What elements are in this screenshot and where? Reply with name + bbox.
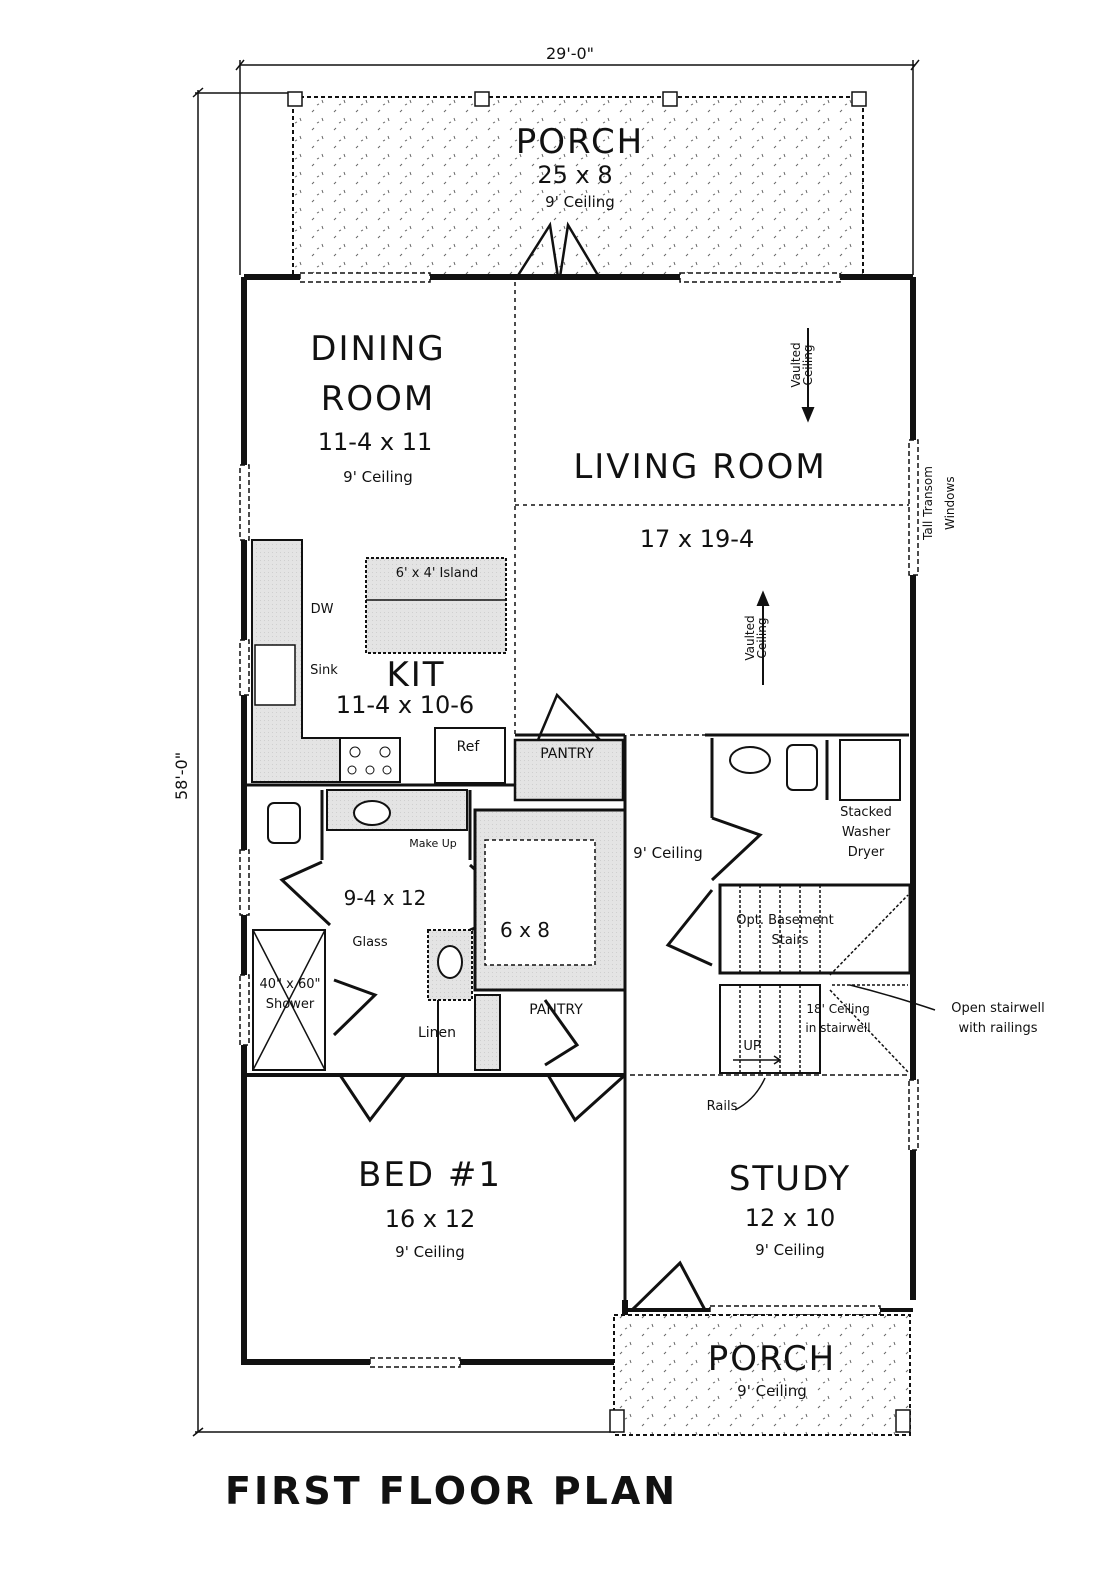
pantry-label: PANTRY bbox=[540, 746, 594, 762]
dishwasher-label: DW bbox=[310, 602, 334, 617]
laundry-area bbox=[710, 738, 901, 882]
refrigerator-label: Ref bbox=[456, 739, 480, 755]
rear-porch-ceiling: 9' Ceiling bbox=[737, 1382, 807, 1400]
glass-label: Glass bbox=[352, 935, 388, 950]
rear-porch-area bbox=[609, 1260, 911, 1436]
island-label: 6' x 4' Island bbox=[395, 566, 479, 581]
living-room-label: LIVING ROOM bbox=[573, 447, 827, 487]
kitchen-label: KIT bbox=[386, 655, 446, 695]
living-room-size: 17 x 19-4 bbox=[639, 525, 755, 553]
study-size: 12 x 10 bbox=[744, 1204, 836, 1232]
bed1-label: BED #1 bbox=[358, 1155, 502, 1195]
kitchen-size: 11-4 x 10-6 bbox=[335, 691, 475, 719]
laundry-line3: Dryer bbox=[847, 845, 885, 860]
second-pantry-label: PANTRY bbox=[529, 1002, 583, 1018]
laundry-line2: Washer bbox=[841, 825, 891, 840]
master-bath-size: 9-4 x 12 bbox=[343, 886, 427, 910]
shower-size-label: 40" x 60" bbox=[259, 977, 321, 992]
open-stairwell-line1: Open stairwell bbox=[951, 1001, 1045, 1016]
stairwell-ceiling-line2: in stairwell bbox=[805, 1021, 871, 1035]
makeup-label: Make Up bbox=[409, 837, 457, 850]
bed1-size: 16 x 12 bbox=[384, 1205, 476, 1233]
rails-label: Rails bbox=[706, 1099, 738, 1114]
hall-ceiling: 9' Ceiling bbox=[633, 844, 703, 862]
windows bbox=[239, 272, 919, 1368]
open-stairwell-line2: with railings bbox=[958, 1021, 1038, 1036]
study-ceiling: 9' Ceiling bbox=[755, 1241, 825, 1259]
dining-room-label-1: DINING bbox=[310, 329, 446, 369]
basement-stairs-line2: Stairs bbox=[771, 933, 809, 948]
dining-room-label-2: ROOM bbox=[320, 379, 436, 419]
vaulted-ceiling-top: Vaulted Ceiling bbox=[789, 342, 815, 388]
linen-label: Linen bbox=[417, 1025, 457, 1041]
sink-label: Sink bbox=[310, 663, 338, 678]
stairwell-ceiling-line1: 18' Ceiling bbox=[806, 1002, 870, 1016]
vaulted-arrows bbox=[756, 328, 815, 685]
shower-label: Shower bbox=[265, 997, 315, 1012]
rear-porch-label: PORCH bbox=[707, 1339, 837, 1379]
dining-room-size: 11-4 x 11 bbox=[317, 428, 433, 456]
dimension-lines bbox=[192, 59, 920, 1437]
bed1-ceiling: 9' Ceiling bbox=[395, 1243, 465, 1261]
transom-windows-line1: Tall Transom bbox=[921, 466, 935, 540]
study-label: STUDY bbox=[728, 1159, 852, 1199]
front-porch-area bbox=[287, 91, 867, 278]
front-porch-ceiling: 9' Ceiling bbox=[545, 193, 615, 211]
depth-dimension: 58'-0" bbox=[172, 751, 191, 800]
closet-6x8 bbox=[473, 808, 627, 1123]
laundry-line1: Stacked bbox=[840, 805, 892, 820]
stairs-up-label: UP bbox=[743, 1039, 761, 1054]
kitchen-counters bbox=[251, 539, 507, 784]
front-porch-label: PORCH bbox=[515, 122, 645, 162]
vaulted-ceiling-bottom: Vaulted Ceiling bbox=[743, 615, 769, 661]
plan-title: FIRST FLOOR PLAN bbox=[225, 1469, 679, 1513]
closet-size: 6 x 8 bbox=[500, 918, 550, 942]
pantry-block bbox=[513, 692, 625, 802]
master-bath bbox=[252, 789, 523, 1123]
stairs bbox=[665, 883, 936, 1111]
basement-stairs-line1: Opt. Basement bbox=[736, 913, 834, 928]
transom-windows-line2: Windows bbox=[943, 476, 957, 530]
width-dimension: 29'-0" bbox=[545, 44, 595, 63]
dining-room-ceiling: 9' Ceiling bbox=[343, 468, 413, 486]
front-porch-size: 25 x 8 bbox=[537, 161, 613, 189]
